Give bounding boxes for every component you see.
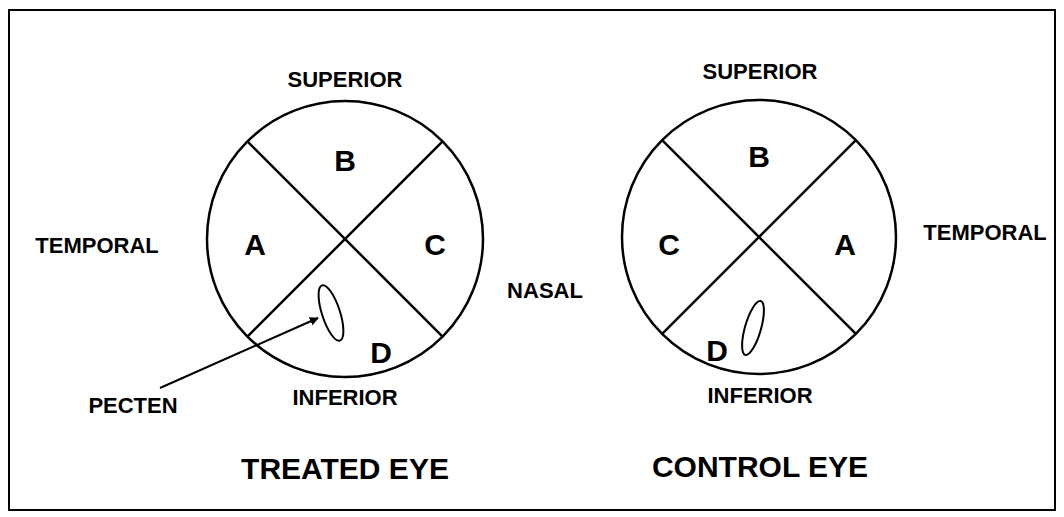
quadrant-divider xyxy=(247,141,442,336)
eye-circle: B A C D xyxy=(203,97,487,381)
quadrant-letter: C xyxy=(424,230,446,260)
direction-label: NASAL xyxy=(507,280,583,302)
quadrant-letter: A xyxy=(834,230,856,260)
quadrant-divider xyxy=(247,141,442,336)
eye-circle: B C A D xyxy=(618,96,900,378)
quadrant-letter: B xyxy=(748,142,770,172)
part-label: PECTEN xyxy=(88,395,177,417)
quadrant-letter: C xyxy=(658,230,680,260)
pecten-shape xyxy=(313,283,348,344)
quadrant-letter: B xyxy=(334,146,356,176)
quadrant-letter: D xyxy=(706,336,728,366)
direction-label: SUPERIOR xyxy=(703,61,818,83)
pecten-shape xyxy=(738,299,769,357)
quadrant-letter: D xyxy=(370,338,392,368)
direction-label: INFERIOR xyxy=(292,387,397,409)
direction-label: SUPERIOR xyxy=(288,69,403,91)
direction-label: INFERIOR xyxy=(707,385,812,407)
eye-title: CONTROL EYE xyxy=(652,452,868,482)
quadrant-divider xyxy=(662,140,856,334)
quadrant-divider xyxy=(662,140,856,334)
eye-circle-outline xyxy=(622,100,896,374)
eye-title: TREATED EYE xyxy=(241,454,449,484)
direction-label: TEMPORAL xyxy=(923,222,1046,244)
quadrant-letter: A xyxy=(244,230,266,260)
eye-circle-outline xyxy=(207,101,483,377)
direction-label: TEMPORAL xyxy=(35,235,158,257)
frame xyxy=(9,10,1055,510)
